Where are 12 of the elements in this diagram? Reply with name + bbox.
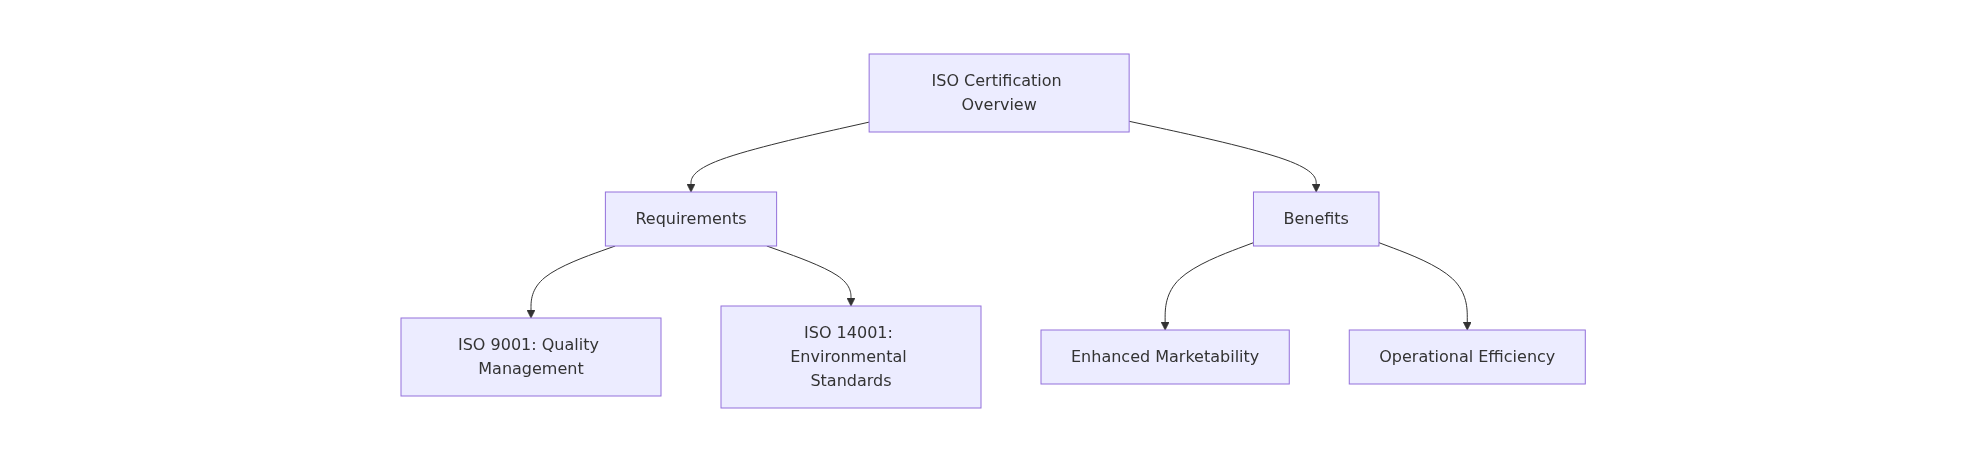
arrow [1161, 241, 1255, 330]
arrow [1129, 120, 1321, 192]
node-box: Requirements [605, 191, 778, 246]
node-box: ISO 14001: Environmental Standards [720, 305, 982, 408]
arrow [686, 121, 870, 192]
node-box: Enhanced Marketability [1040, 329, 1291, 384]
node-box: Benefits [1253, 191, 1380, 246]
arrow [766, 245, 856, 306]
arrow [1378, 241, 1472, 330]
node-box: ISO Certification Overview [869, 53, 1130, 132]
node-box: Operational Efficiency [1349, 329, 1587, 384]
node-box: ISO 9001: Quality Management [400, 317, 662, 396]
